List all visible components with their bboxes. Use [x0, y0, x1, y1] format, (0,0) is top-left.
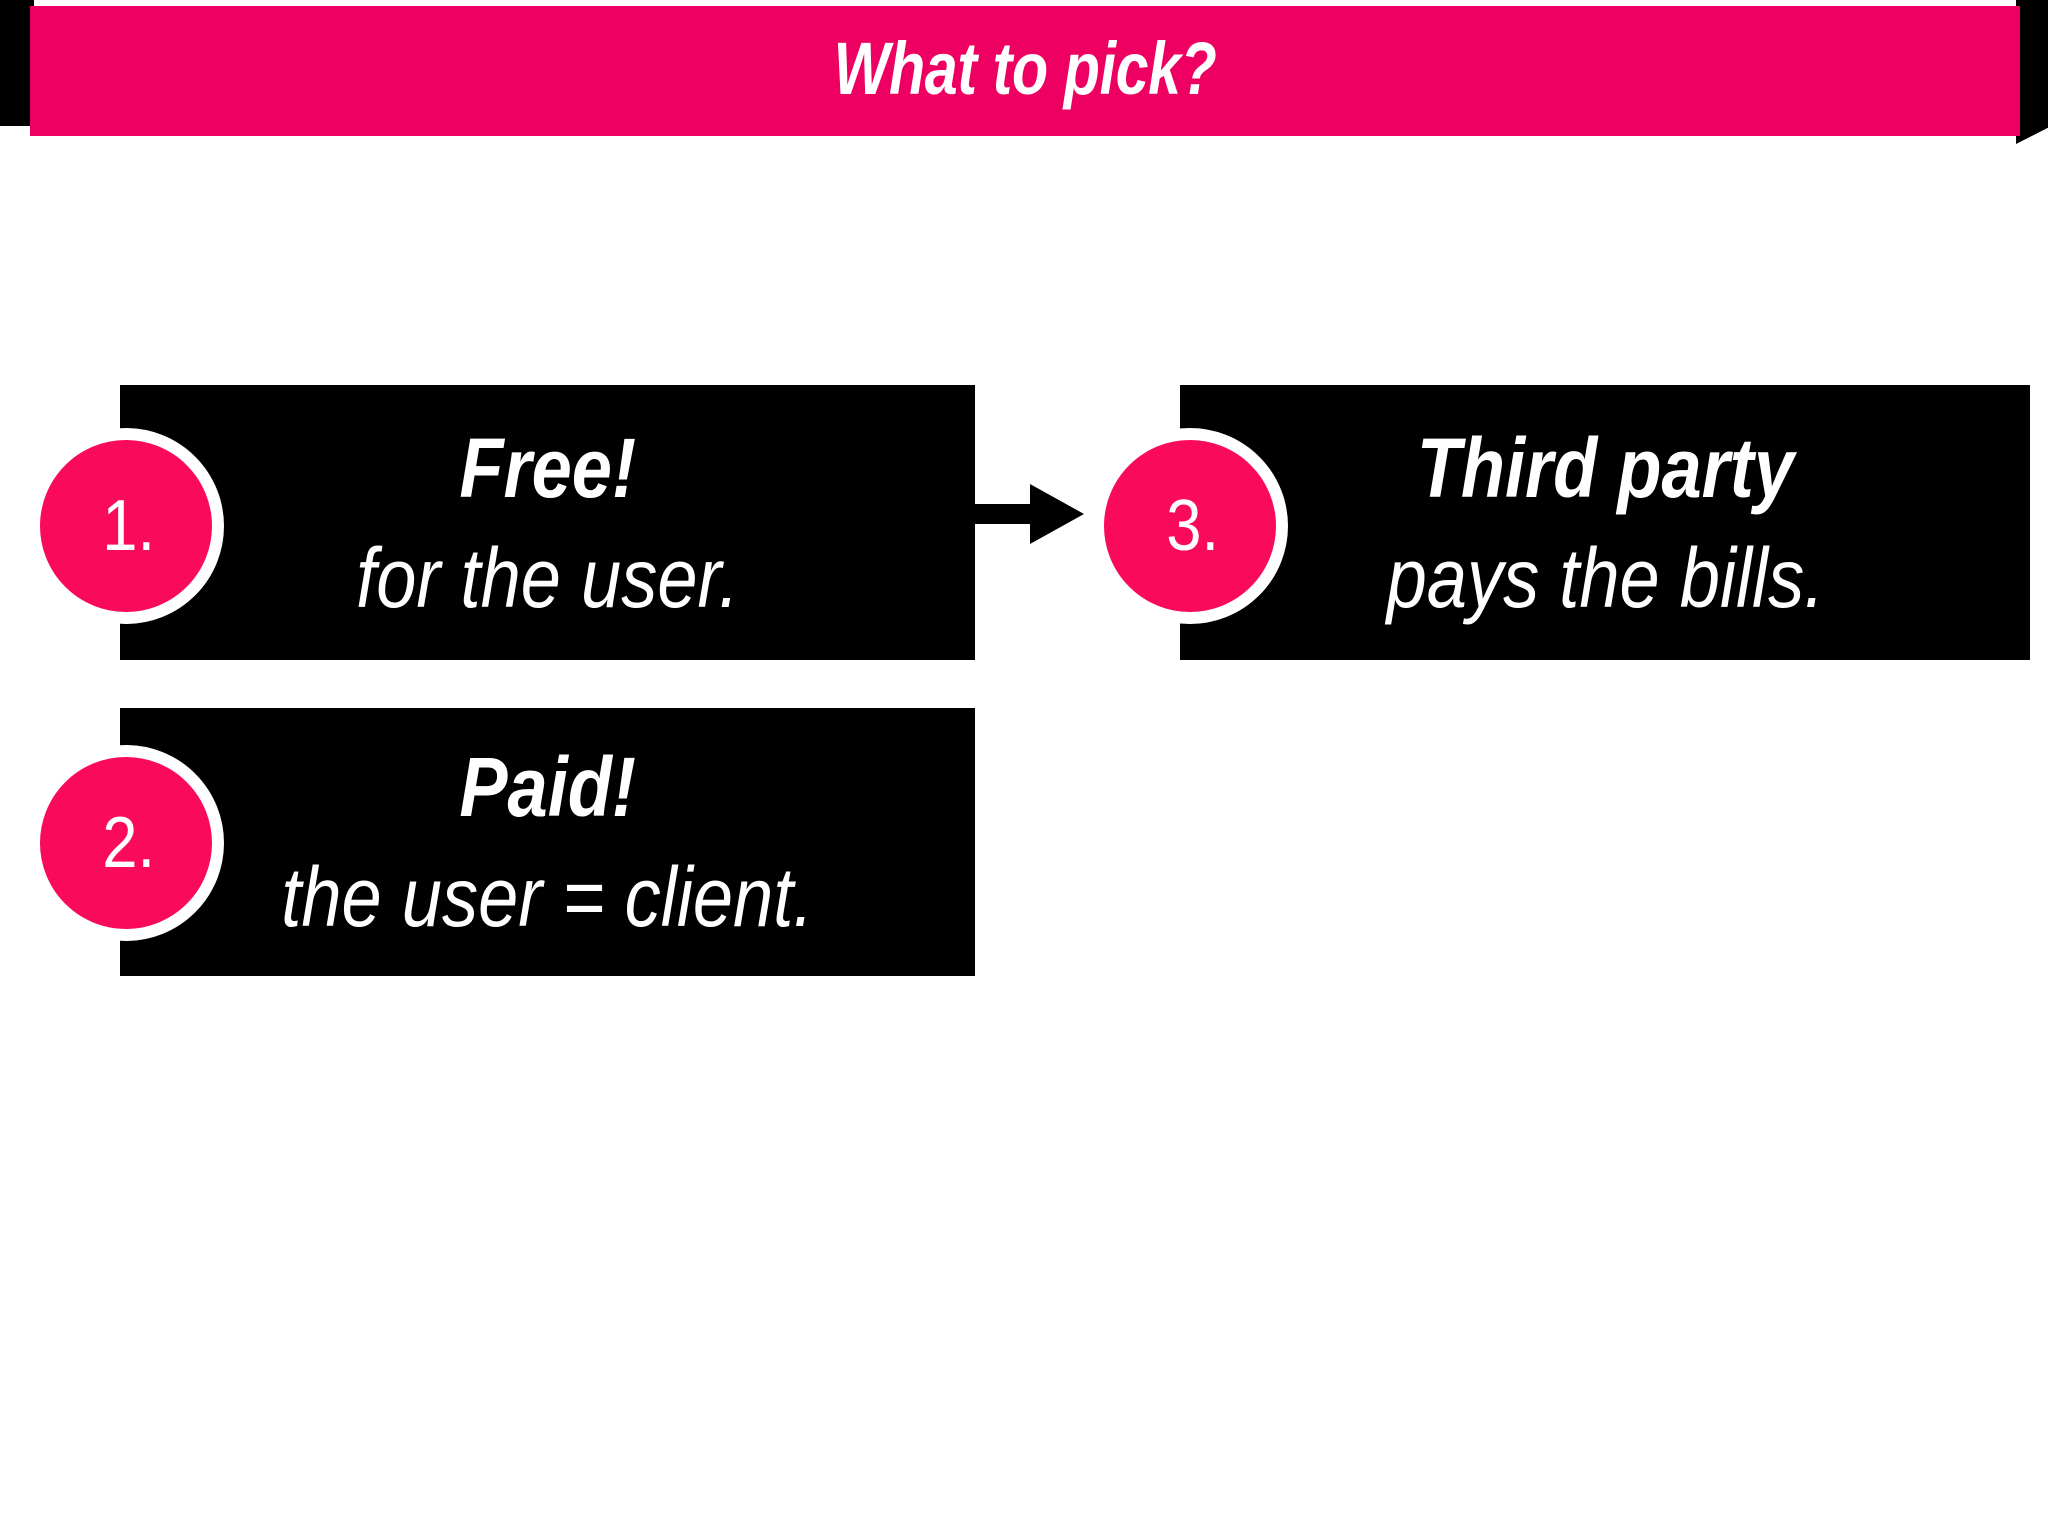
step-3-box[interactable]: Third party pays the bills.: [1180, 385, 2030, 660]
step-2-number-label: 2.: [102, 803, 156, 883]
page-title: What to pick?: [833, 26, 1217, 110]
banner-shadow-right: [2016, 0, 2048, 128]
step-1-number-badge[interactable]: 1.: [28, 428, 224, 624]
step-2-primary-text: Paid!: [459, 740, 636, 834]
step-2-secondary-text: the user = client.: [281, 850, 814, 944]
arrow-right-icon: [972, 484, 1090, 544]
title-banner: What to pick?: [30, 6, 2020, 136]
step-3-primary-text: Third party: [1416, 420, 1794, 515]
banner-shadow-left: [0, 0, 34, 126]
step-2-number-badge[interactable]: 2.: [28, 745, 224, 941]
step-3-number-badge[interactable]: 3.: [1092, 428, 1288, 624]
step-1-primary-text: Free!: [459, 420, 636, 515]
step-3-secondary-text: pays the bills.: [1386, 530, 1824, 625]
step-2-box[interactable]: Paid! the user = client.: [120, 708, 975, 976]
step-1-secondary-text: for the user.: [356, 530, 739, 625]
step-1-number-label: 1.: [102, 486, 156, 566]
step-1-box[interactable]: Free! for the user.: [120, 385, 975, 660]
step-3-number-label: 3.: [1166, 486, 1220, 566]
